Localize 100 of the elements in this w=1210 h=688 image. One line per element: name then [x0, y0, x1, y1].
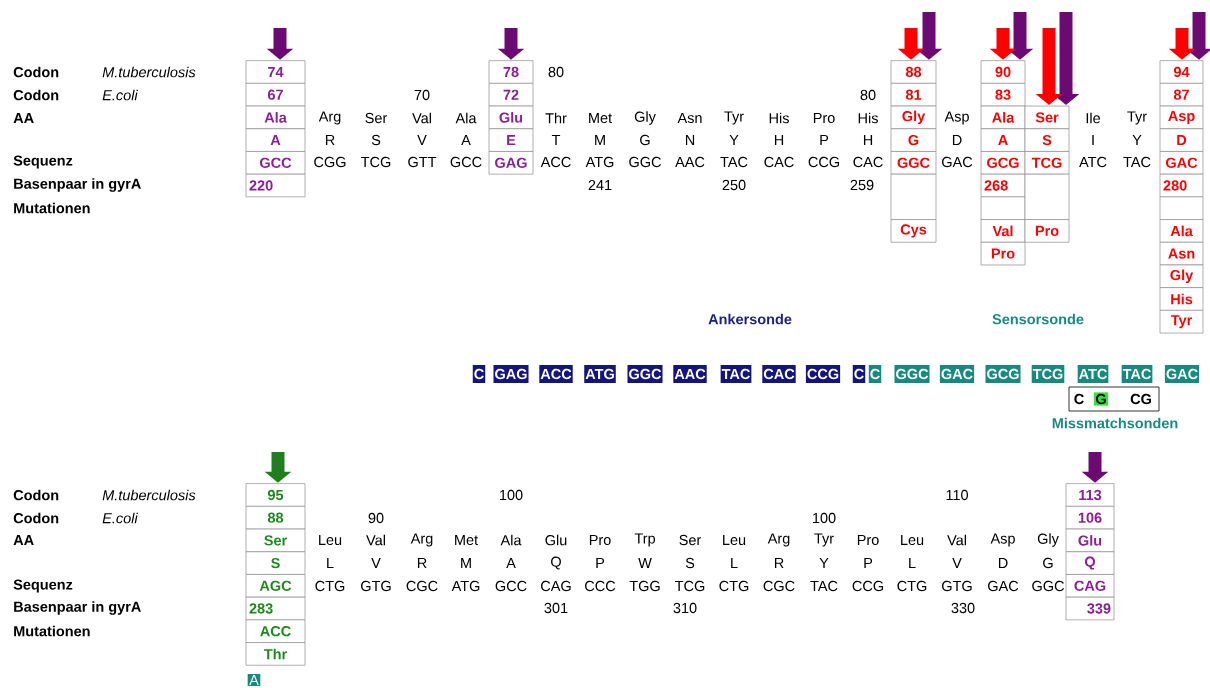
probe-base-box: TCG [1031, 365, 1065, 383]
sequence-text: ACC [540, 156, 571, 168]
row-label: Sequenz [13, 579, 73, 593]
highlighted-cell: Glu [488, 105, 534, 130]
highlighted-cell: 106 [1065, 506, 1115, 530]
highlighted-cell: 88 [890, 60, 937, 84]
sequence-text: TGG [629, 580, 660, 592]
highlighted-cell: E [488, 128, 534, 152]
sequence-text: TAC [720, 156, 748, 168]
sequence-text: M [595, 135, 605, 145]
highlighted-cell: Ala [980, 105, 1026, 130]
highlighted-cell: 81 [890, 83, 937, 107]
sequence-text: TCG [361, 156, 391, 168]
highlighted-cell: AGC [245, 574, 306, 598]
sequence-text: Leu [723, 534, 746, 546]
sequence-text: S [685, 557, 695, 569]
highlighted-cell: Ser [245, 528, 306, 553]
sequence-text: Ser [365, 112, 388, 124]
sequence-text: P [596, 558, 605, 568]
sequence-text: H [774, 135, 784, 145]
sequence-text: TAC [1123, 156, 1151, 168]
sequence-text: A [461, 135, 471, 145]
highlighted-cell: 72 [488, 83, 534, 107]
highlighted-cell: GAG [488, 151, 534, 175]
probe-base-box: TAC [1121, 365, 1153, 383]
highlighted-cell: 83 [980, 83, 1026, 107]
highlighted-cell: 88 [245, 506, 306, 530]
sequence-text: Tyr [814, 533, 834, 547]
sequence-text: GGC [1032, 580, 1064, 592]
sequence-text: Val [947, 534, 966, 546]
sequence-text: His [769, 112, 789, 124]
highlighted-cell: GCG [980, 151, 1026, 175]
sequence-text: H [863, 135, 873, 145]
sequence-text: His [858, 112, 878, 124]
probe-base-box: GAC [939, 365, 975, 383]
sequence-text: Val [366, 534, 385, 546]
sequence-text: TCG [675, 580, 705, 592]
row-label: Codon [13, 66, 59, 78]
sequence-text: Leu [319, 534, 342, 546]
probe-base-box: GGC [894, 365, 930, 383]
probe-label: Ankersonde [708, 313, 792, 325]
sequence-text: V [417, 135, 427, 145]
sequence-text: M [461, 558, 471, 568]
species-label: M.tuberculosis [102, 66, 196, 78]
sequence-text: Met [589, 112, 612, 124]
highlighted-cell: 280 [1159, 173, 1204, 198]
sequence-text: Arg [318, 111, 341, 125]
sequence-text: GAC [988, 580, 1019, 592]
sequence-text: TAC [810, 580, 838, 592]
sequence-text: Glu [545, 534, 567, 546]
highlighted-cell: Tyr [1159, 310, 1204, 334]
sequence-text: GCC [495, 580, 527, 592]
sequence-text: G [1043, 557, 1053, 569]
highlighted-cell: 283 [245, 596, 306, 621]
row-label: Sequenz [13, 155, 73, 169]
highlighted-cell: 268 [980, 173, 1026, 198]
sequence-text: Met [455, 534, 478, 546]
highlighted-cell: Asn [1159, 241, 1204, 266]
sequence-text: Val [412, 112, 431, 124]
highlighted-cell: GCC [245, 151, 306, 175]
sequence-text: L [731, 558, 738, 568]
sequence-text: N [685, 135, 695, 145]
sequence-text: Pro [857, 534, 879, 546]
sequence-text: L [327, 558, 334, 568]
sequence-text: R [774, 558, 784, 568]
probe-base-box: C [852, 365, 866, 383]
sequence-text: Leu [901, 534, 924, 546]
sequence-text: 70 [414, 89, 430, 101]
highlighted-cell: His [1159, 287, 1204, 311]
sequence-text: L [909, 558, 916, 568]
sequence-text: Ala [455, 112, 477, 124]
highlighted-cell: Ala [1159, 219, 1204, 243]
highlighted-cell: Cys [890, 219, 937, 243]
sequence-text: CAG [541, 580, 571, 592]
probe-base-box: GAG [493, 365, 529, 383]
highlighted-cell: Gly [890, 105, 937, 130]
sequence-text: ATG [451, 580, 480, 592]
highlighted-cell: Ser [1024, 105, 1070, 130]
sequence-text: CAC [764, 156, 794, 168]
probe-base-box: GAC [1164, 365, 1200, 383]
sequence-text: V [371, 558, 381, 568]
probe-label: Missmatchsonden [1052, 417, 1178, 429]
sequence-text: T [551, 135, 561, 145]
sequence-text: GTG [942, 580, 972, 592]
sequence-text: Tyr [724, 111, 744, 125]
highlighted-cell: Glu [1065, 528, 1115, 553]
sequence-text: Q [551, 556, 561, 570]
sequence-text: D [998, 558, 1008, 568]
highlighted-cell: 90 [980, 60, 1026, 84]
highlighted-cell: 339 [1065, 596, 1115, 621]
sequence-text: GGC [629, 156, 661, 168]
highlighted-cell: D [1159, 128, 1204, 152]
sequence-text: Tyr [1127, 111, 1147, 125]
row-label: Basenpaar in gyrA [14, 178, 141, 192]
probe-base-box: CCG [805, 365, 841, 383]
highlighted-cell: S [245, 551, 306, 575]
sequence-text: CGG [314, 156, 346, 168]
sequence-text: 80 [548, 66, 564, 78]
row-label: AA [13, 535, 34, 545]
sequence-text: GTT [408, 156, 437, 168]
